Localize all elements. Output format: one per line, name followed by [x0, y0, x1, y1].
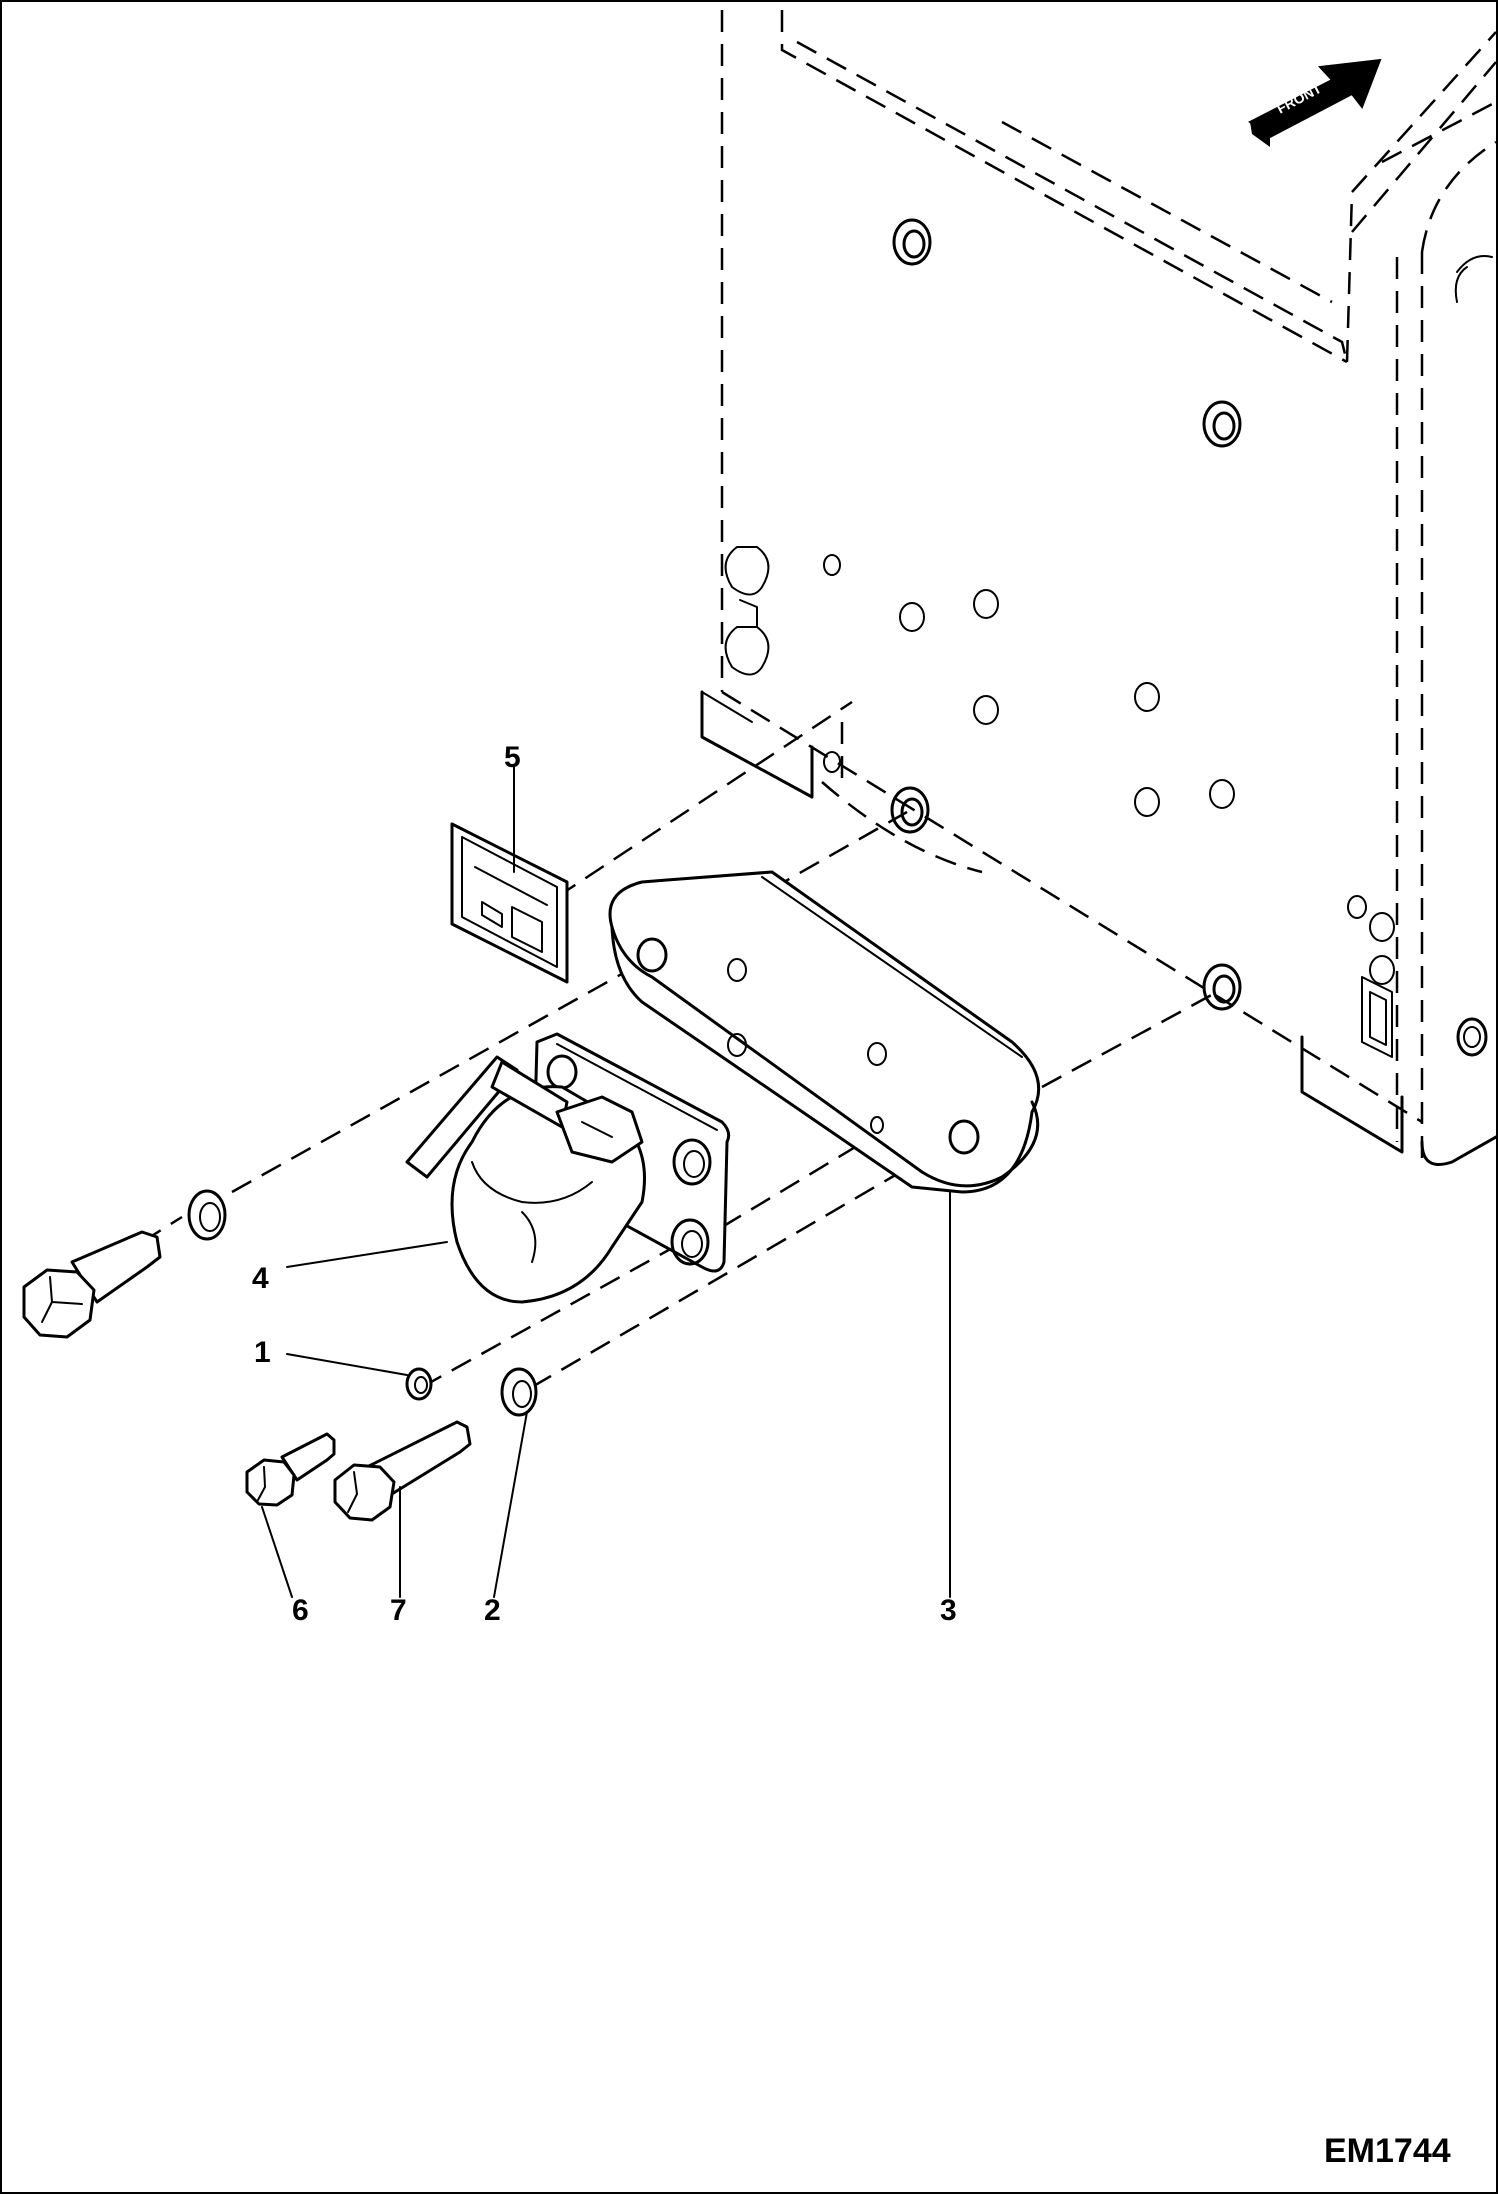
part-5-decal	[450, 822, 569, 984]
part-1-lock-washer	[405, 1367, 433, 1401]
callout-7: 7	[390, 1594, 407, 1627]
callout-labels: 5 4 1 6 7 2 3	[252, 741, 957, 1627]
figure-code: EM1744	[1324, 2132, 1451, 2170]
callout-5: 5	[504, 741, 521, 774]
machine-frame	[700, 10, 1496, 1166]
bolt-upper-large	[22, 1230, 162, 1339]
part-3-mounting-pad	[608, 870, 1041, 1194]
front-arrow: FRONT	[1248, 58, 1382, 147]
callout-4: 4	[252, 1262, 269, 1295]
callout-2: 2	[484, 1594, 501, 1627]
callout-3: 3	[940, 1594, 957, 1627]
part-6-small-bolt	[245, 1432, 336, 1507]
leader-lines	[261, 766, 951, 1598]
part-2-flat-washer	[500, 1367, 538, 1417]
part-4-tow-hitch	[405, 1032, 731, 1304]
assembly-lines	[141, 700, 1218, 1389]
callout-1: 1	[254, 1336, 271, 1369]
washer-upper	[187, 1189, 227, 1241]
frame-holes	[823, 218, 1395, 1011]
part-7-bolt	[333, 1420, 472, 1522]
callout-6: 6	[292, 1594, 309, 1627]
